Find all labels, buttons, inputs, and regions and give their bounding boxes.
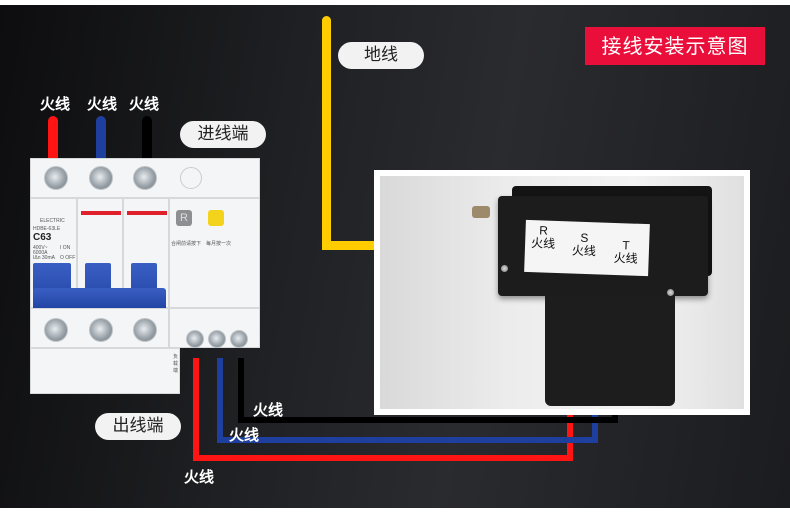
terminal-screw [230,330,248,348]
output-wire-label-black: 火线 [253,401,284,419]
test-caption: 每月按一次 [206,241,232,247]
device-box-body [545,296,675,406]
indicator-window [180,167,202,189]
terminal-screw [186,330,204,348]
input-wire-black [142,116,152,164]
ground-label: 地线 [338,42,424,69]
breaker-model: HDBE-63LE [33,226,61,232]
device-label-plate: R 火线 S 火线 T 火线 [524,219,650,277]
incoming-terminal-label: 进线端 [180,121,266,148]
phase-t-label: 火线 [613,250,638,266]
reset-caption: 合闸前请按下 [171,241,202,247]
terminal-screw [133,166,157,190]
breaker-brand: ELECTRIC [40,218,65,224]
input-wire-label-black: 火线 [129,95,160,113]
breaker-spec-line: 6000A [33,250,48,256]
output-wire-black-down [238,358,244,422]
screw-icon [501,265,508,272]
plate-item-s: S 火线 [571,231,597,259]
output-wire-red-down [193,358,199,460]
load-caption: 负载端 [173,354,179,374]
input-wire-blue [96,116,106,164]
reset-button[interactable]: R [176,210,192,226]
breaker-rating: C63 [33,232,52,243]
terminal-screw [133,318,157,342]
terminal-screw [208,330,226,348]
device-photo-frame: R 火线 S 火线 T 火线 [374,170,750,415]
output-wire-black-horizontal [238,417,618,423]
output-wire-blue-up [592,405,598,443]
phase-r-label: 火线 [530,236,556,251]
outgoing-terminal-label: 出线端 [95,413,181,440]
output-wire-label-blue: 火线 [229,426,260,444]
breaker-spec-line: 400V~ [33,245,48,251]
ground-wire-vertical [322,16,331,250]
residual-current-breaker: ELECTRIC HDBE-63LE C63 400V~ 6000A IΔn 3… [30,158,260,394]
cable-gland [472,206,490,218]
phase-s-label: 火线 [571,243,597,259]
breaker-spec-line: IΔn 30mA [33,255,55,261]
plate-item-t: T 火线 [613,238,638,266]
breaker-on-label: I ON [60,245,71,251]
output-wire-red-horizontal [193,455,573,461]
terminal-screw [44,166,68,190]
terminal-screw [89,318,113,342]
input-wire-label-blue: 火线 [87,95,118,113]
output-wire-blue-down [217,358,223,442]
diagram-title: 接线安装示意图 [585,27,765,65]
test-button[interactable]: T [208,210,224,226]
pole-indicator-mark [127,211,167,215]
breaker-off-label: O OFF [60,255,76,261]
terminal-screw [44,318,68,342]
ground-wire-horizontal [322,241,378,250]
plate-item-r: R 火线 [530,223,556,251]
device-photo: R 火线 S 火线 T 火线 [380,176,744,409]
pole-indicator-mark [81,211,121,215]
input-wire-label-red: 火线 [40,95,71,113]
output-wire-red-up [567,405,573,461]
input-wire-red [48,116,58,164]
output-wire-label-red: 火线 [184,468,215,486]
terminal-screw [89,166,113,190]
output-wire-blue-horizontal [217,437,598,443]
screw-icon [667,289,674,296]
breaker-base [30,348,180,394]
